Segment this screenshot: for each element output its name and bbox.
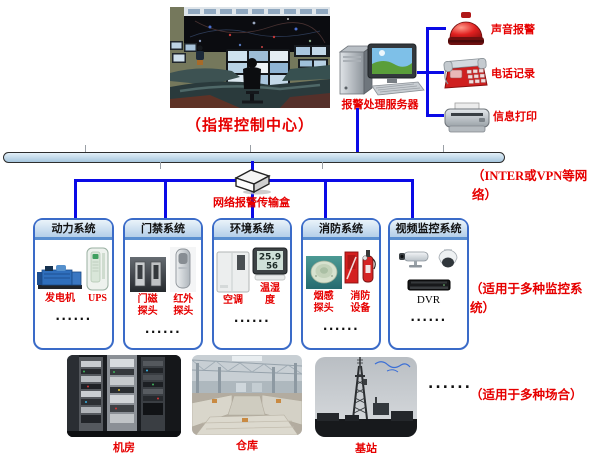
ups-icon [86, 247, 109, 291]
ellipsis: ...... [233, 311, 271, 325]
infrared-sensor-icon [170, 247, 197, 292]
system-box-title: 视频监控系统 [390, 220, 467, 240]
tick-mark [160, 162, 161, 169]
access-item-door-sensor: 门磁探头 [129, 257, 166, 318]
bullet-camera-icon [398, 251, 429, 268]
system-box-access: 门禁系统 门磁探头 [123, 218, 203, 350]
line-branch-printer [429, 114, 444, 117]
environment-item-ac: 空调 [216, 251, 250, 307]
system-box-title: 动力系统 [35, 220, 112, 240]
server-room-photo [67, 355, 181, 437]
fire-item-smoke: 烟感探头 [305, 256, 342, 315]
line-bar-to-box [251, 161, 254, 171]
network-bar [3, 152, 505, 163]
warehouse-label: 仓库 [236, 439, 258, 452]
sites-note: （适用于多种场合） [470, 387, 583, 402]
line-drop-power [74, 179, 77, 218]
alarm-server-label: 报警处理服务器 [341, 98, 419, 111]
info-print-label: 信息打印 [493, 110, 537, 123]
command-center-caption: （指挥控制中心） [185, 116, 314, 134]
line-drop-video [411, 179, 414, 218]
tick-mark [443, 145, 444, 152]
line-branch-phone [417, 71, 444, 74]
ellipsis: ...... [410, 310, 447, 324]
svg-text:56: 56 [266, 262, 278, 272]
network-label: （INTER或VPN等网络） [472, 169, 588, 202]
sound-alarm-label: 声音报警 [491, 23, 535, 36]
item-label: 消防设备 [350, 291, 371, 314]
base-station-photo [315, 357, 417, 437]
alarm-server-image [338, 43, 425, 96]
dvr-icon [407, 279, 450, 291]
item-label: UPS [88, 293, 107, 304]
item-label: DVR [416, 294, 441, 306]
ellipsis: ...... [322, 319, 360, 333]
phone-icon [443, 58, 488, 89]
system-box-environment: 环境系统 空调 25.9 56 温湿度 [212, 218, 292, 350]
tick-mark [250, 145, 251, 152]
fire-item-equipment: 消防设备 [344, 247, 377, 315]
command-center-photo [170, 7, 330, 108]
generator-icon [37, 265, 82, 289]
smoke-detector-icon [305, 256, 342, 289]
siren-icon [448, 12, 484, 45]
item-label: 烟感探头 [313, 291, 334, 314]
phone-record-label: 电话记录 [491, 67, 535, 80]
sites-ellipsis: ...... [428, 376, 472, 392]
access-item-infrared: 红外探头 [170, 247, 197, 318]
svg-text:25.9: 25.9 [259, 253, 281, 263]
thermo-hygrometer-icon: 25.9 56 [252, 247, 288, 281]
video-item-dvr: DVR [390, 278, 467, 306]
system-box-video: 视频监控系统 [388, 218, 469, 350]
door-sensor-icon [129, 257, 166, 292]
item-label: 门磁探头 [137, 294, 158, 317]
systems-note: （适用于多种监控系统） [470, 281, 583, 315]
base-station-label: 基站 [355, 442, 377, 453]
dome-camera-icon [438, 249, 458, 268]
item-label: 空调 [223, 295, 243, 306]
transmission-box-label: 网络报警传输盒 [213, 196, 290, 209]
ellipsis: ...... [55, 309, 92, 323]
item-label: 红外探头 [173, 294, 194, 317]
line-drop-fire [324, 179, 327, 218]
environment-item-thermo: 25.9 56 温湿度 [252, 247, 288, 307]
line-drop-environment [251, 179, 254, 218]
system-box-fire: 消防系统 烟感探头 [301, 218, 381, 350]
item-label: 温湿度 [260, 283, 280, 306]
warehouse-photo [192, 355, 302, 435]
line-drop-access [164, 179, 167, 218]
item-label: 发电机 [45, 293, 75, 304]
system-box-title: 环境系统 [214, 220, 290, 240]
tick-mark [85, 145, 86, 152]
line-branch-siren [429, 27, 446, 30]
tick-mark [322, 162, 323, 169]
power-item-ups: UPS [85, 247, 110, 305]
system-box-title: 消防系统 [303, 220, 379, 240]
power-item-generator: 发电机 [37, 261, 83, 305]
ellipsis: ...... [144, 322, 182, 336]
server-room-label: 机房 [113, 441, 135, 453]
system-box-power: 动力系统 发电机 [33, 218, 114, 350]
printer-icon [444, 102, 490, 133]
air-conditioner-icon [216, 251, 250, 293]
fire-equipment-icon [344, 250, 377, 284]
system-box-title: 门禁系统 [125, 220, 201, 240]
line-server-to-bar [356, 108, 359, 153]
transmission-box-icon [234, 169, 271, 195]
